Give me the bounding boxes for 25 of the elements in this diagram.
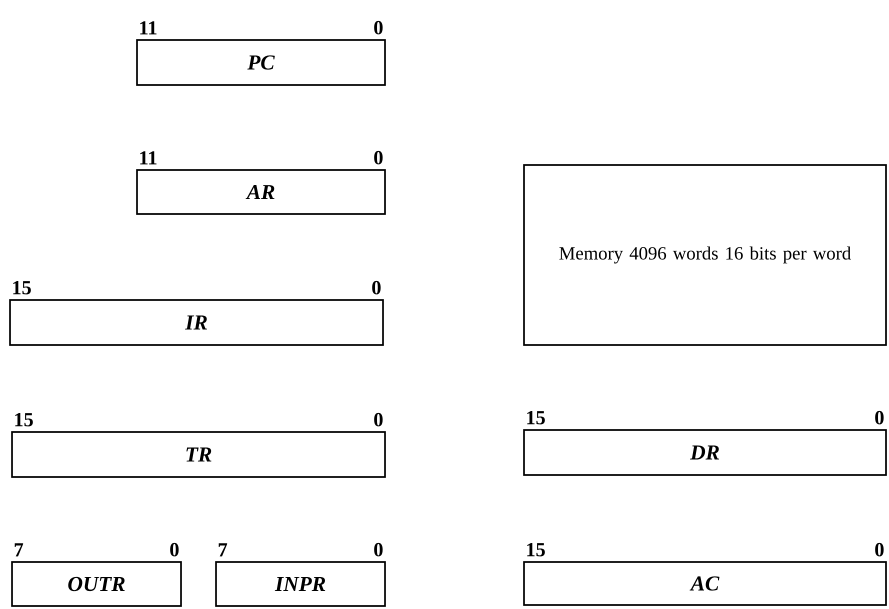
register-box: PC (136, 39, 386, 86)
register-box: TR (11, 431, 386, 478)
bit-index: 0 (875, 542, 884, 556)
bit-index: 15 (527, 411, 545, 424)
bit-index: 7 (14, 543, 24, 556)
bit-index: 7 (218, 543, 228, 556)
bit-index: 0 (374, 20, 383, 34)
bit-index: 0 (372, 280, 381, 294)
bit-index: 0 (374, 150, 383, 164)
register-box: AR (136, 169, 386, 215)
register-box: OUTR (11, 561, 182, 607)
register-box: DR (523, 429, 887, 476)
bit-index: 0 (170, 542, 179, 556)
memory-box: Memory 4096 words 16 bits per word (523, 164, 887, 346)
bit-index: 15 (527, 543, 545, 556)
bit-index: 15 (15, 413, 33, 426)
bit-index: 11 (140, 21, 156, 34)
register-box: AC (523, 561, 887, 606)
register-box: IR (9, 299, 384, 346)
register-box: INPR (215, 561, 386, 607)
bit-index: 0 (374, 542, 383, 556)
bit-index: 0 (374, 412, 383, 426)
bit-index: 0 (875, 410, 884, 424)
bit-index: 11 (140, 151, 156, 164)
bit-index: 15 (13, 281, 31, 294)
